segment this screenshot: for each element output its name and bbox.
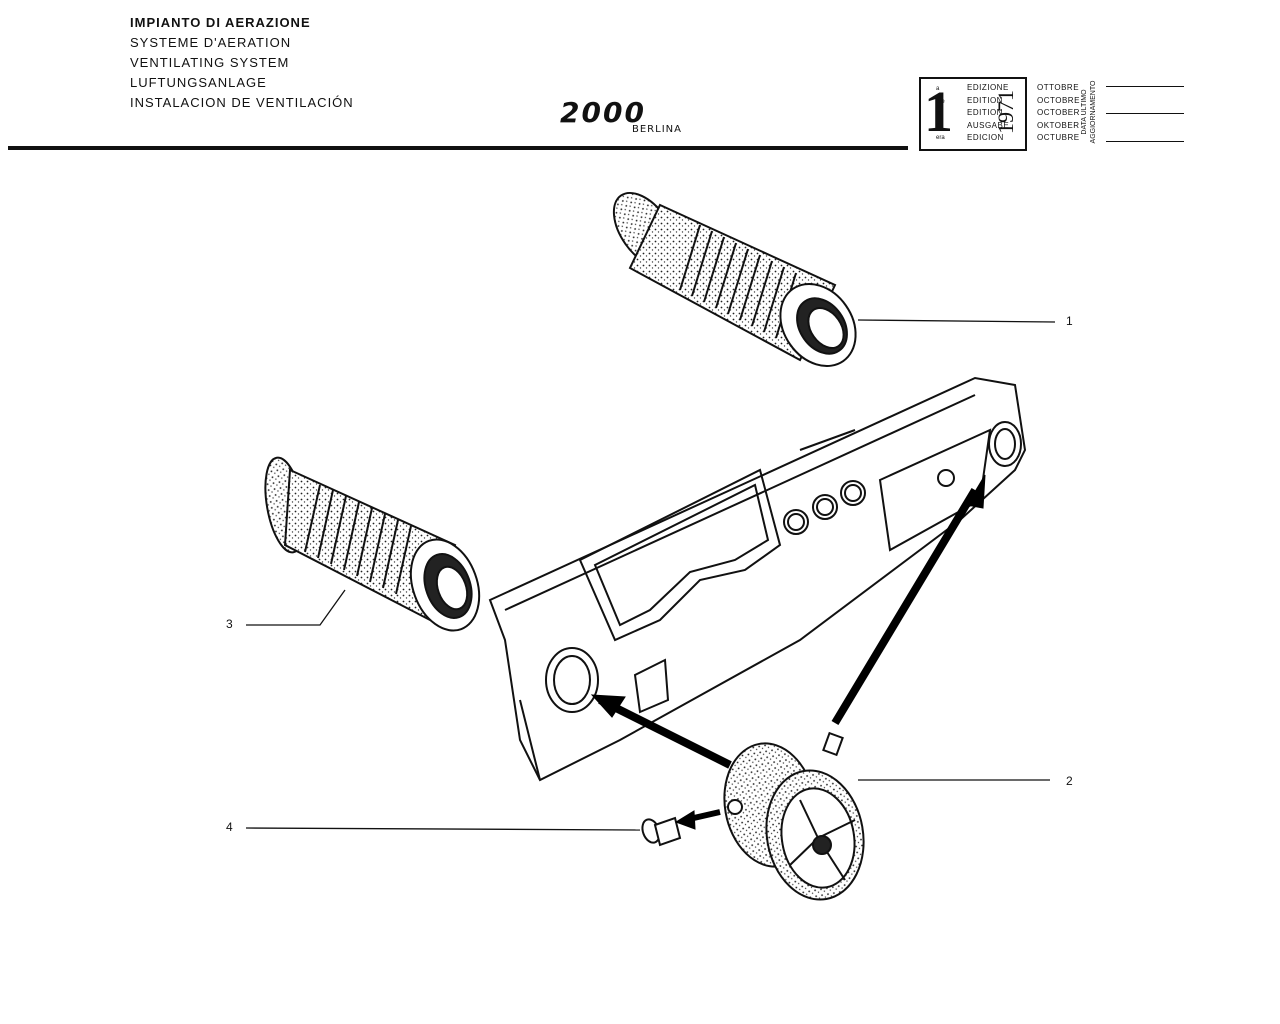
air-duct-upper xyxy=(612,191,857,367)
model-subtitle: BERLINA xyxy=(632,124,682,135)
callout-1: 1 xyxy=(1066,314,1073,328)
assembly-arrows xyxy=(590,474,986,830)
edition-sup-2: ere xyxy=(936,99,945,105)
edition-label-es: EDICION xyxy=(967,133,1004,142)
edition-label-de: AUSGABE xyxy=(967,121,1010,130)
title-german: LUFTUNGSANLAGE xyxy=(130,75,267,90)
model-logo: 2000 BERLINA xyxy=(560,96,681,135)
callout-3: 3 xyxy=(226,617,233,631)
header-rule xyxy=(8,146,908,150)
month-fr: OCTOBRE xyxy=(1037,96,1080,105)
callout-2: 2 xyxy=(1066,774,1073,788)
update-line-3 xyxy=(1106,141,1184,142)
edition-sup-1: a xyxy=(936,86,940,92)
update-line-2 xyxy=(1106,113,1184,114)
edition-label-it: EDIZIONE xyxy=(967,83,1009,92)
update-line-1 xyxy=(1106,86,1184,87)
title-spanish: INSTALACION DE VENTILACIÓN xyxy=(130,95,354,110)
edition-label-fr: EDITION xyxy=(967,96,1003,105)
edition-sup-5: era xyxy=(936,135,945,141)
callout-4: 4 xyxy=(226,820,233,834)
month-es: OCTUBRE xyxy=(1037,133,1080,142)
leader-lines xyxy=(245,319,1056,831)
air-vent xyxy=(723,731,865,901)
month-de: OKTOBER xyxy=(1037,121,1080,130)
edition-sup-4: e xyxy=(936,123,940,129)
title-italian: IMPIANTO DI AERAZIONE xyxy=(130,15,311,30)
edition-number: 1 xyxy=(924,79,953,144)
month-it: OTTOBRE xyxy=(1037,83,1080,92)
dashboard xyxy=(488,376,1027,782)
edition-sup-3: st xyxy=(936,111,941,117)
month-en: OCTOBER xyxy=(1037,108,1080,117)
header-titles: IMPIANTO DI AERAZIONE SYSTEME D'AERATION… xyxy=(130,13,354,113)
plug xyxy=(641,816,682,847)
edition-label-en: EDITION xyxy=(967,108,1003,117)
title-french: SYSTEME D'AERATION xyxy=(130,35,292,50)
title-english: VENTILATING SYSTEM xyxy=(130,55,290,70)
model-name: 2000 xyxy=(560,96,646,129)
air-duct-left xyxy=(264,456,481,632)
edition-box xyxy=(919,77,1027,151)
